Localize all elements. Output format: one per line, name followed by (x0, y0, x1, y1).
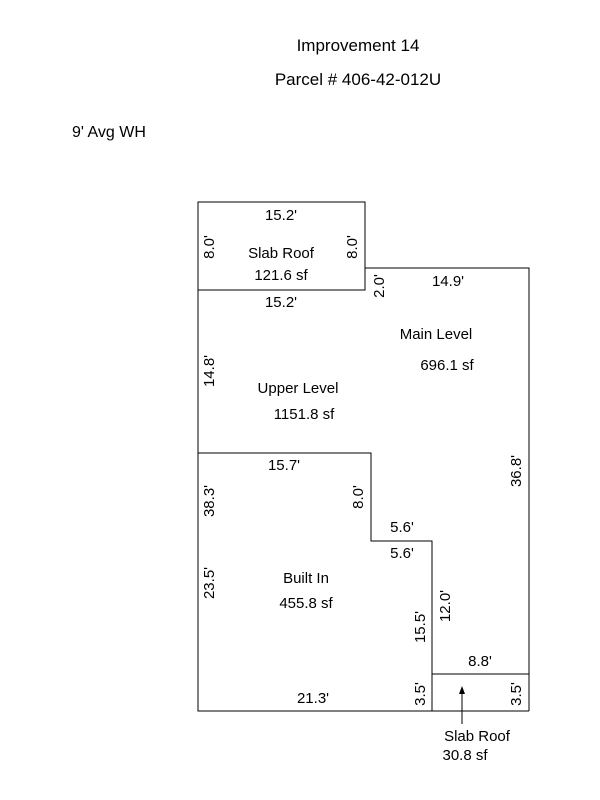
main-level-area: 696.1 sf (420, 357, 474, 374)
slab-roof-top-outline (197, 201, 366, 291)
dim-step-c-left: 15.5' (412, 611, 429, 643)
built-in-area: 455.8 sf (279, 595, 333, 612)
dim-step-a: 8.0' (350, 485, 367, 509)
main-level-name: Main Level (400, 326, 473, 343)
dim-built-left-lower: 23.5' (201, 567, 218, 599)
dim-bottom: 21.3' (297, 690, 329, 707)
dim-main-right: 36.8' (508, 455, 525, 487)
dim-slab-left: 8.0' (201, 235, 218, 259)
built-in-name: Built In (283, 570, 329, 587)
dim-slab2-top: 8.8' (468, 653, 492, 670)
dim-built-left-upper: 38.3' (201, 485, 218, 517)
dim-upper-left: 14.8' (201, 355, 218, 387)
dim-built-top: 15.7' (268, 457, 300, 474)
dim-slab-top: 15.2' (265, 207, 297, 224)
dim-main-top: 14.9' (432, 273, 464, 290)
dim-slab-right: 8.0' (344, 235, 361, 259)
dim-step-b-bottom: 5.6' (390, 545, 414, 562)
dim-step-b-top: 5.6' (390, 519, 414, 536)
upper-level-area: 1151.8 sf (274, 406, 335, 423)
dim-step-c-right: 12.0' (437, 590, 454, 622)
dim-slab2-left: 3.5' (412, 682, 429, 706)
arrow-head-icon (459, 686, 465, 694)
dim-step-right: 2.0' (371, 274, 388, 298)
parcel-number: Parcel # 406-42-012U (274, 70, 442, 89)
slab-roof-bottom-area: 30.8 sf (442, 747, 488, 764)
slab-roof-bottom-name: Slab Roof (444, 728, 511, 745)
dim-slab-bottom: 15.2' (265, 294, 297, 311)
slab-roof-top-name: Slab Roof (248, 245, 315, 262)
slab-roof-top-area: 121.6 sf (254, 267, 308, 284)
avg-wall-height-note: 9' Avg WH (72, 124, 146, 141)
built-in-boundary (198, 452, 433, 711)
drawing-title: Improvement 14 (296, 36, 420, 55)
dim-slab2-right: 3.5' (508, 682, 525, 706)
upper-level-name: Upper Level (258, 380, 339, 397)
